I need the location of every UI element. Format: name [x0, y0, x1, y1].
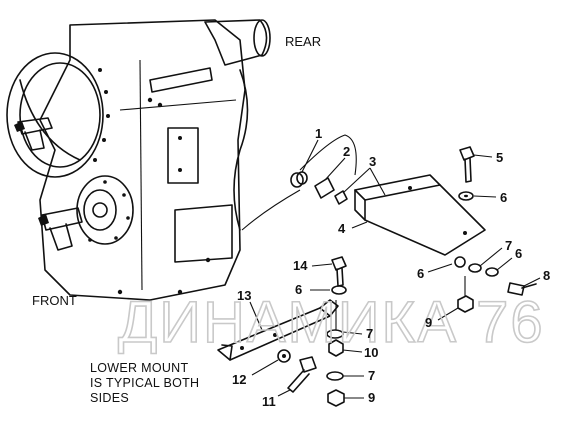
callout-14: 14	[293, 258, 308, 273]
callout-9-bottom: 9	[368, 390, 375, 405]
part-11-bolt	[277, 356, 317, 397]
callout-6-lower: 6	[295, 282, 302, 297]
callout-7-bottom: 7	[368, 368, 375, 383]
callout-11: 11	[262, 394, 276, 409]
transmission-housing	[6, 19, 271, 301]
part-4-upper-bracket	[351, 174, 486, 256]
callout-2: 2	[343, 144, 350, 159]
callout-4: 4	[338, 221, 346, 236]
note-line-3: SIDES	[90, 391, 129, 405]
hardware-lower-stack	[326, 300, 364, 407]
label-front: FRONT	[32, 293, 77, 308]
label-rear: REAR	[285, 34, 321, 49]
callout-6-upper: 6	[500, 190, 507, 205]
callout-3: 3	[369, 154, 376, 169]
part-6-washer-lower	[310, 285, 347, 295]
callout-8: 8	[543, 268, 550, 283]
callout-1: 1	[315, 126, 322, 141]
part-5-bolt	[459, 146, 493, 183]
callout-6-far-right: 6	[515, 246, 522, 261]
hardware-right-middle	[427, 247, 541, 321]
watermark-text: ДИНАМИКА 76	[118, 290, 545, 355]
part-6-washer-upper	[458, 191, 497, 201]
callout-7-lower: 7	[366, 326, 373, 341]
callout-12: 12	[232, 372, 246, 387]
callout-5: 5	[496, 150, 503, 165]
part-13-lower-bracket	[217, 299, 339, 361]
note-line-1: LOWER MOUNT	[90, 361, 188, 375]
callout-10: 10	[364, 345, 378, 360]
callout-9-right: 9	[425, 315, 432, 330]
note-line-2: IS TYPICAL BOTH	[90, 376, 199, 390]
callout-6-right: 6	[417, 266, 424, 281]
part-2-spacer	[314, 157, 346, 199]
callout-7-right: 7	[505, 238, 512, 253]
part-3-pin	[334, 167, 386, 205]
part-12-washer	[251, 349, 291, 376]
part-14-bolt	[311, 256, 347, 287]
callout-13: 13	[237, 288, 251, 303]
part-1-bushing	[290, 139, 319, 188]
brace-lines	[241, 134, 357, 231]
